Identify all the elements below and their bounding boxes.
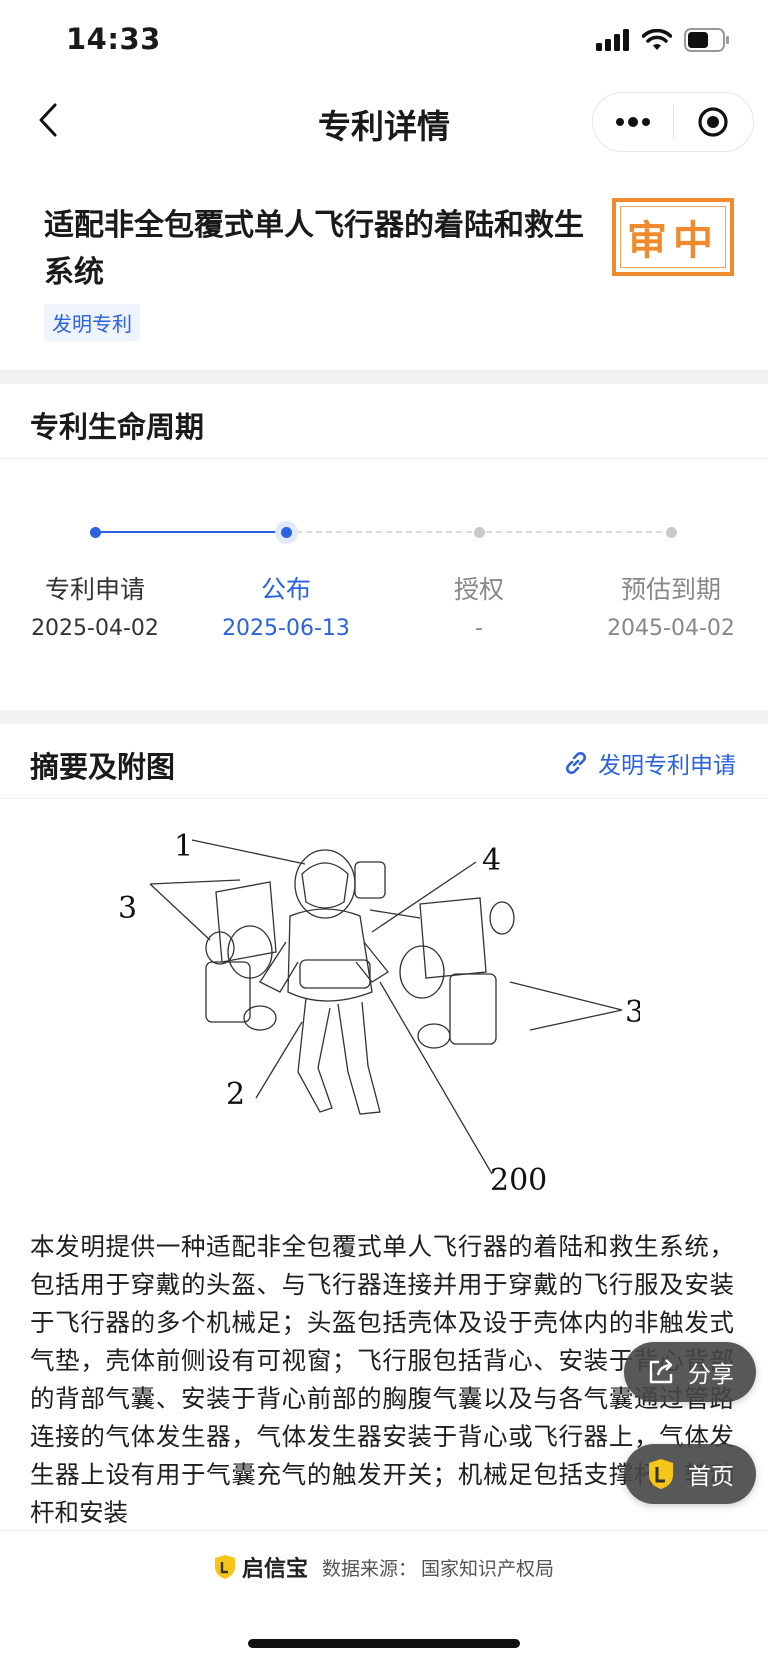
abstract-heading: 摘要及附图 <box>30 750 176 784</box>
timeline-progress-line <box>96 531 286 533</box>
timeline-dot-application <box>90 527 101 538</box>
patent-type-link-label: 发明专利申请 <box>598 753 736 779</box>
step-date: 2025-04-02 <box>31 616 159 641</box>
share-button[interactable]: 分享 <box>624 1342 756 1402</box>
link-icon <box>565 751 587 775</box>
wifi-icon <box>642 29 672 50</box>
more-dots-icon <box>615 117 650 127</box>
step-expiry: 预估到期 2045-04-02 <box>576 572 766 641</box>
navbar: 专利详情 <box>0 84 768 164</box>
page-title: 专利详情 <box>318 107 450 146</box>
mini-program-capsule <box>592 92 754 152</box>
step-date: 2025-06-13 <box>222 616 350 641</box>
figure-label: 1 <box>174 829 193 864</box>
step-application: 专利申请 2025-04-02 <box>0 572 190 641</box>
footer: 启信宝 数据来源： 国家知识产权局 <box>0 1530 768 1664</box>
section-divider <box>0 710 768 724</box>
battery-icon <box>684 28 729 52</box>
step-name: 授权 <box>453 575 504 604</box>
step-grant: 授权 - <box>384 572 574 641</box>
figure-label: 3 <box>118 891 137 926</box>
patent-drawing: 1 4 3 3 2 200 <box>118 829 644 1198</box>
step-name: 预估到期 <box>620 575 721 604</box>
capsule-divider <box>672 105 674 139</box>
patent-header: 适配非全包覆式单人飞行器的着陆和救生系统 发明专利 审中 <box>0 180 768 370</box>
figure-label: 200 <box>490 1163 547 1198</box>
step-date: 2045-04-02 <box>607 616 735 641</box>
status-stamp: 审中 <box>612 198 734 276</box>
shield-logo-icon <box>649 1459 673 1489</box>
lifecycle-header: 专利生命周期 <box>0 384 768 459</box>
lifecycle-heading: 专利生命周期 <box>30 410 205 444</box>
data-source-label: 数据来源： <box>321 1557 417 1580</box>
timeline-dot-publication <box>281 527 292 538</box>
patent-type-tag: 发明专利 <box>44 304 140 341</box>
back-button[interactable] <box>26 98 70 142</box>
step-name: 专利申请 <box>44 575 145 604</box>
patent-figure[interactable]: 1 4 3 3 2 200 <box>110 822 644 1202</box>
brand-logo: 启信宝 <box>214 1551 308 1583</box>
step-publication: 公布 2025-06-13 <box>191 572 381 641</box>
lifecycle-timeline: 专利申请 2025-04-02 公布 2025-06-13 授权 - 预估到期 … <box>0 460 768 710</box>
step-name: 公布 <box>260 575 311 604</box>
share-label: 分享 <box>688 1362 734 1388</box>
brand-name: 启信宝 <box>241 1557 308 1582</box>
status-time: 14:33 <box>66 22 161 56</box>
close-miniprogram-button[interactable] <box>674 93 754 151</box>
chevron-left-icon <box>39 103 57 137</box>
data-source-value: 国家知识产权局 <box>421 1557 555 1580</box>
patent-title: 适配非全包覆式单人飞行器的着陆和救生系统 <box>44 208 584 290</box>
figure-label: 2 <box>226 1077 245 1112</box>
status-bar: 14:33 <box>0 0 768 84</box>
share-icon <box>649 1359 673 1384</box>
timeline-dot-expiry <box>666 527 677 538</box>
status-icons <box>596 28 730 52</box>
section-divider <box>0 370 768 384</box>
abstract-header: 摘要及附图 发明专利申请 <box>0 724 768 799</box>
home-button[interactable]: 首页 <box>624 1444 756 1504</box>
qixinbao-logo-icon <box>214 1555 235 1579</box>
timeline-dot-grant <box>474 527 485 538</box>
more-button[interactable] <box>593 93 673 151</box>
abstract-text: 本发明提供一种适配非全包覆式单人飞行器的着陆和救生系统，包括用于穿戴的头盔、与飞… <box>30 1232 734 1527</box>
home-indicator[interactable] <box>248 1639 520 1648</box>
target-circle-icon <box>698 107 728 137</box>
figure-label: 3 <box>625 995 640 1030</box>
home-label: 首页 <box>688 1464 734 1490</box>
signal-icon <box>596 29 629 51</box>
step-date: - <box>475 616 483 641</box>
patent-type-link[interactable]: 发明专利申请 <box>562 746 736 780</box>
figure-label: 4 <box>482 843 501 878</box>
